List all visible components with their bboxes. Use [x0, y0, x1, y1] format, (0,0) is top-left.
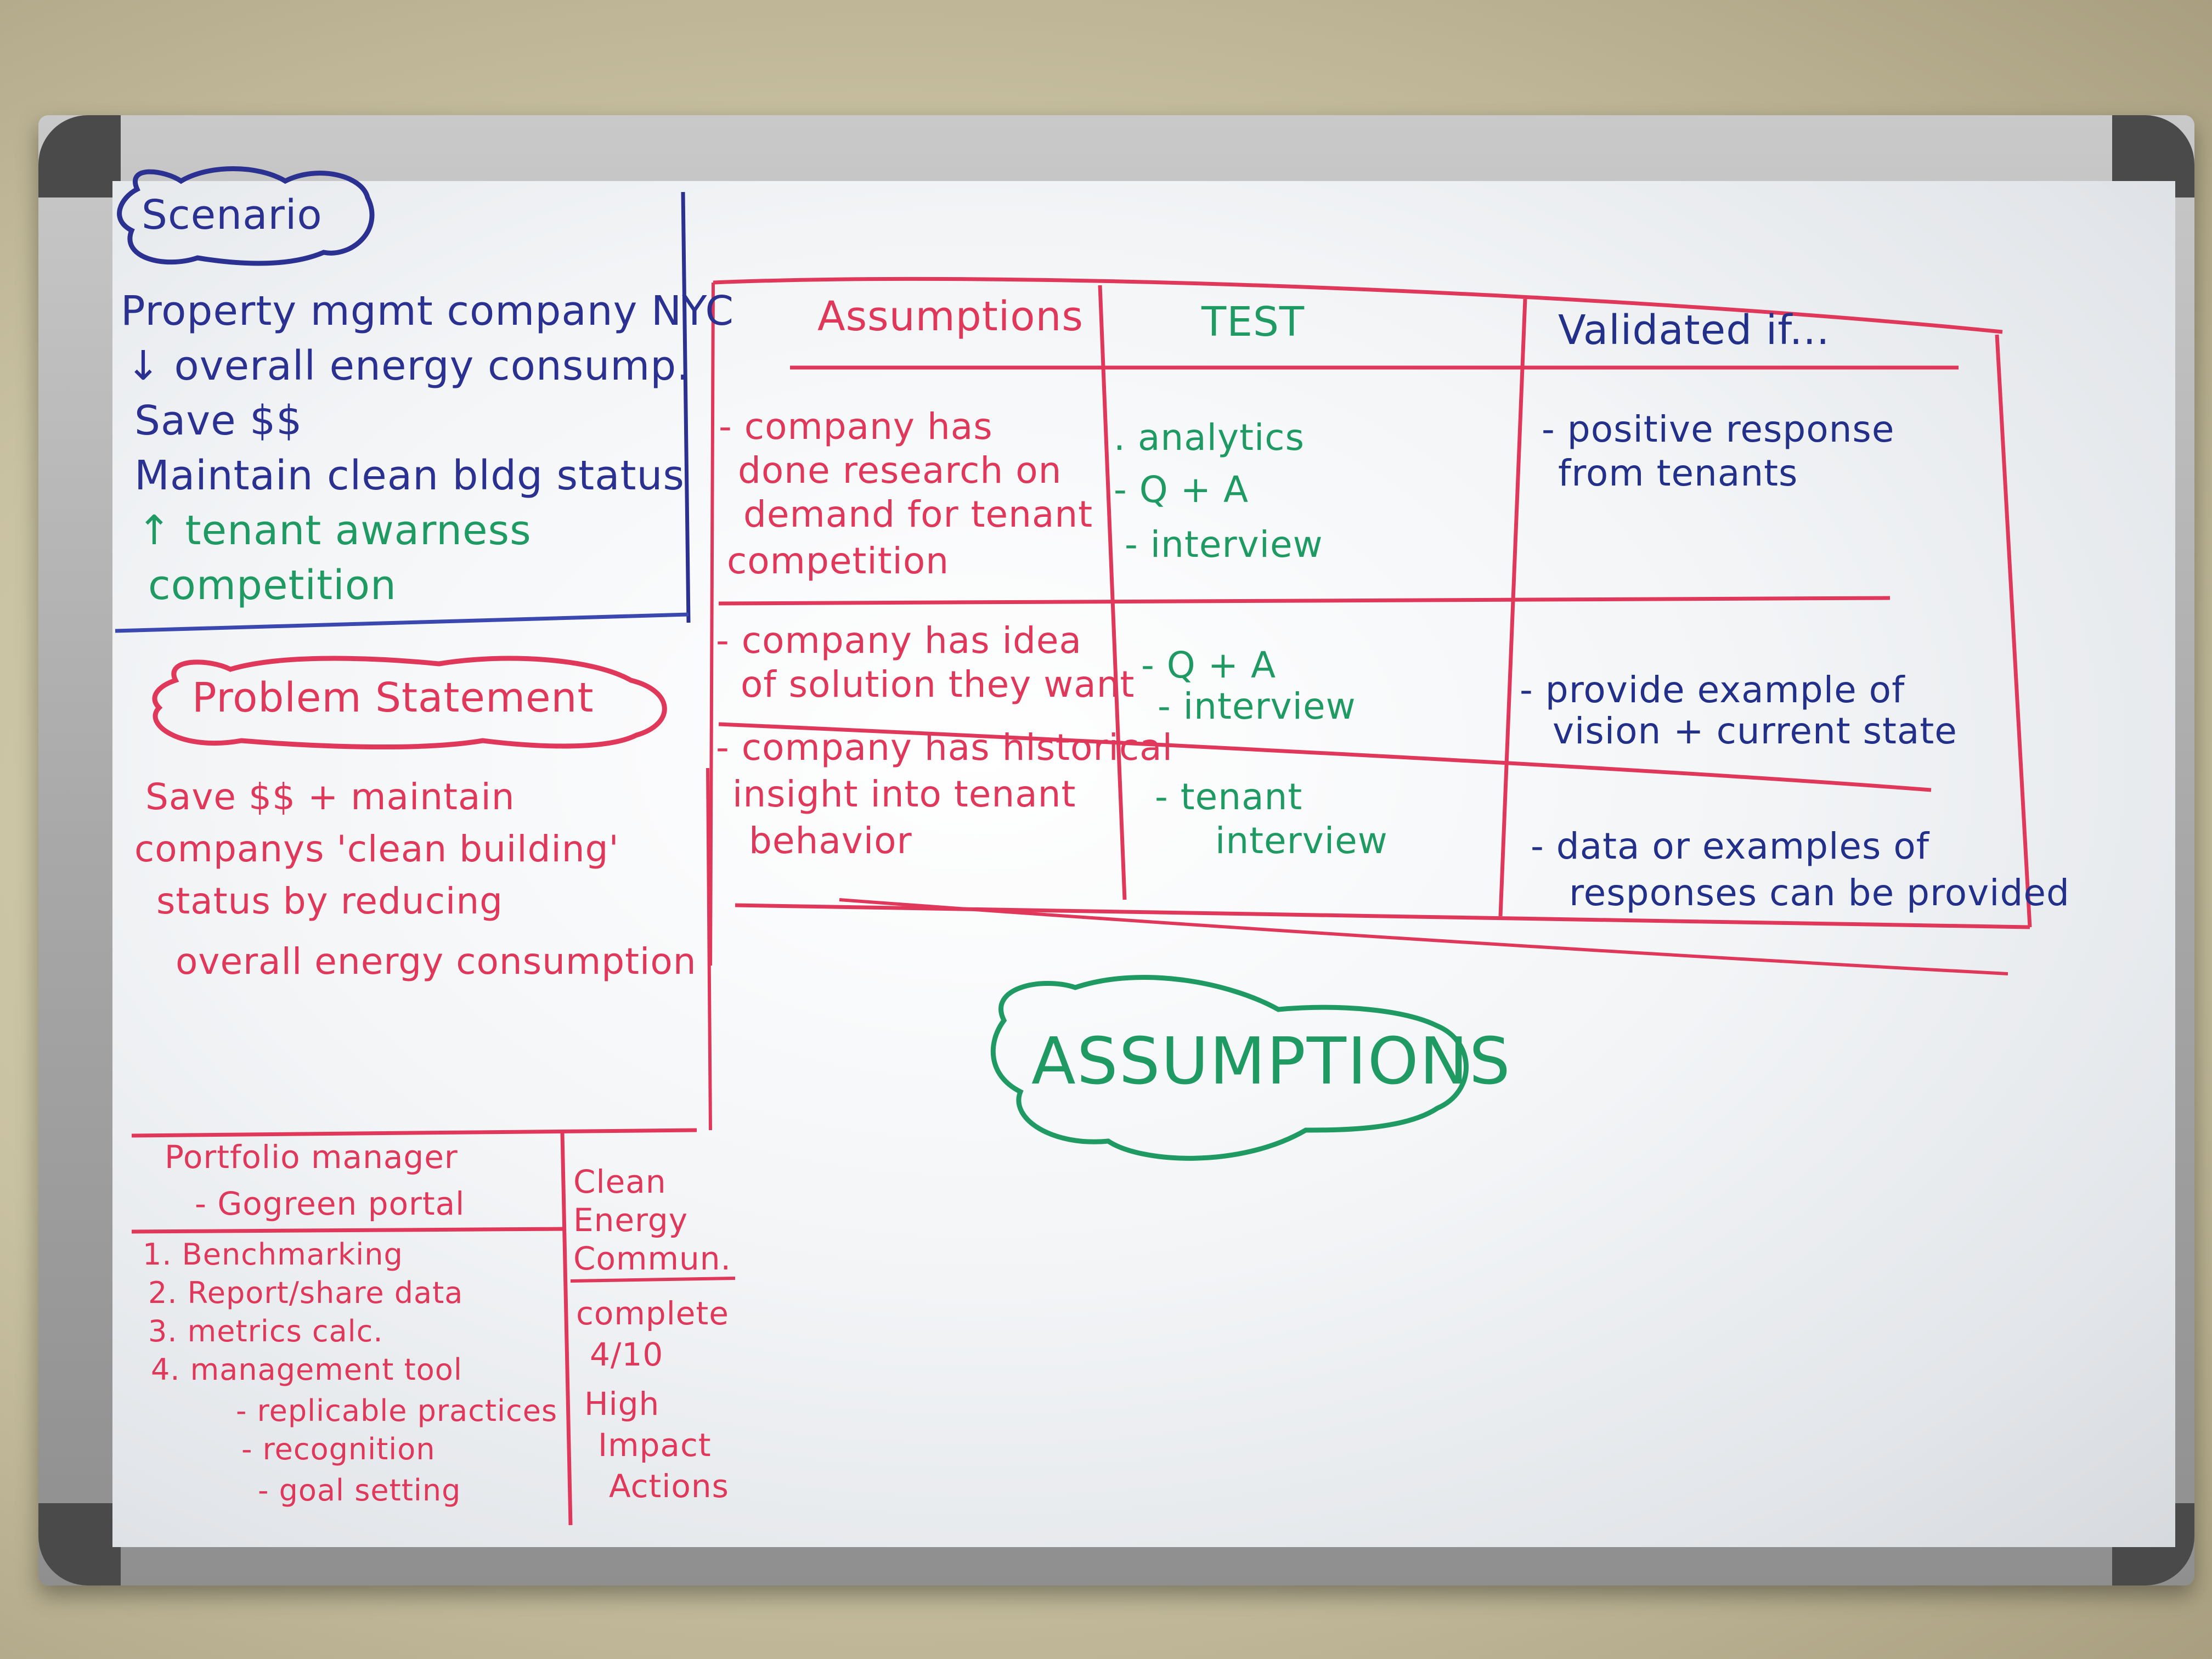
scenario-divider: [115, 612, 689, 633]
row3-test-2: interview: [1215, 820, 1388, 862]
table-left-line: [709, 282, 715, 966]
row2-test-2: - interview: [1158, 685, 1356, 727]
table-header-validated: Validated if...: [1558, 307, 1830, 354]
portfolio-item-4: 4. management tool: [151, 1352, 462, 1387]
row3-test-1: - tenant: [1155, 776, 1303, 818]
table-header-test: TEST: [1201, 298, 1305, 346]
portfolio-side-top-3: Commun.: [573, 1240, 731, 1277]
portfolio-item-5: - replicable practices: [236, 1393, 558, 1428]
portfolio-item-7: - goal setting: [258, 1473, 461, 1508]
problem-statement-line-4: overall energy consumption: [176, 940, 697, 983]
row3-assumption-3: behavior: [749, 820, 912, 862]
assumptions-cloud-label: ASSUMPTIONS: [1031, 1023, 1511, 1099]
portfolio-header-1: Portfolio manager: [165, 1138, 458, 1176]
portfolio-side-bottom-2: 4/10: [590, 1336, 664, 1373]
portfolio-side-bottom-3: High: [584, 1385, 660, 1423]
row1-assumption-1: - company has: [719, 405, 993, 448]
portfolio-side-bottom-4: Impact: [598, 1426, 712, 1464]
scenario-line-4: Maintain clean bldg status: [134, 452, 685, 499]
row1-assumption-2: done research on: [738, 449, 1062, 492]
portfolio-side-top-1: Clean: [573, 1163, 667, 1200]
row1-assumption-3: demand for tenant: [743, 493, 1093, 535]
row3-assumption-2: insight into tenant: [732, 773, 1076, 815]
row1-test-2: - Q + A: [1114, 469, 1249, 511]
row2-validated-2: vision + current state: [1553, 710, 1957, 752]
scenario-line-5: ↑ tenant awarness: [137, 507, 532, 554]
table-col2-line: [1498, 298, 1527, 917]
scenario-line-2: ↓ overall energy consump.: [126, 342, 690, 390]
problem-statement-line-2: companys 'clean building': [134, 828, 619, 870]
table-top-line: [713, 276, 2003, 334]
portfolio-header-2: - Gogreen portal: [195, 1185, 465, 1222]
row2-assumption-1: - company has idea: [716, 619, 1082, 662]
row3-validated-1: - data or examples of: [1531, 825, 1929, 867]
table-bottom-line-2: [839, 898, 2008, 975]
table-row1-line: [718, 596, 1891, 606]
portfolio-item-6: - recognition: [241, 1432, 436, 1466]
scenario-line-6: competition: [148, 562, 397, 609]
scenario-line-1: Property mgmt company NYC: [121, 287, 735, 335]
scenario-title: Scenario: [142, 191, 323, 239]
problem-statement-cloud: [152, 656, 667, 750]
portfolio-header-line: [131, 1227, 566, 1234]
portfolio-item-3: 3. metrics calc.: [148, 1314, 383, 1348]
scenario-cloud-outline: [117, 166, 375, 266]
row1-validated-1: - positive response: [1542, 408, 1895, 450]
row1-test-3: - interview: [1125, 523, 1323, 566]
row3-validated-2: responses can be provided: [1569, 872, 2070, 914]
portfolio-item-1: 1. Benchmarking: [143, 1237, 403, 1272]
row1-assumption-4: competition: [727, 540, 950, 582]
portfolio-top-line: [131, 1128, 697, 1138]
assumptions-cloud: [990, 975, 1469, 1161]
table-row2-line: [718, 722, 1932, 792]
row2-assumption-2: of solution they want: [741, 663, 1135, 706]
portfolio-side-top-2: Energy: [573, 1201, 689, 1239]
problem-statement-line-3: status by reducing: [156, 880, 504, 922]
row1-validated-2: from tenants: [1558, 452, 1798, 494]
portfolio-vertical-line: [560, 1132, 573, 1526]
row1-test-1: . analytics: [1114, 416, 1305, 459]
row2-validated-1: - provide example of: [1520, 669, 1905, 711]
scenario-line-3: Save $$: [134, 397, 303, 444]
table-right-line: [1995, 334, 2032, 928]
whiteboard-surface: [112, 181, 2175, 1547]
portfolio-item-2: 2. Report/share data: [148, 1276, 464, 1310]
row2-test-1: - Q + A: [1141, 644, 1277, 686]
left-column-divider: [681, 191, 691, 623]
portfolio-side-bottom-5: Actions: [609, 1468, 729, 1505]
portfolio-side-bottom-1: complete: [576, 1295, 729, 1332]
table-col1-line: [1098, 285, 1127, 900]
portfolio-side-divider: [570, 1277, 736, 1283]
problem-statement-line-1: Save $$ + maintain: [145, 776, 515, 818]
problem-statement-title: Problem Statement: [192, 674, 594, 721]
row3-assumption-1: - company has historical: [716, 726, 1173, 769]
table-header-assumptions: Assumptions: [817, 293, 1084, 340]
